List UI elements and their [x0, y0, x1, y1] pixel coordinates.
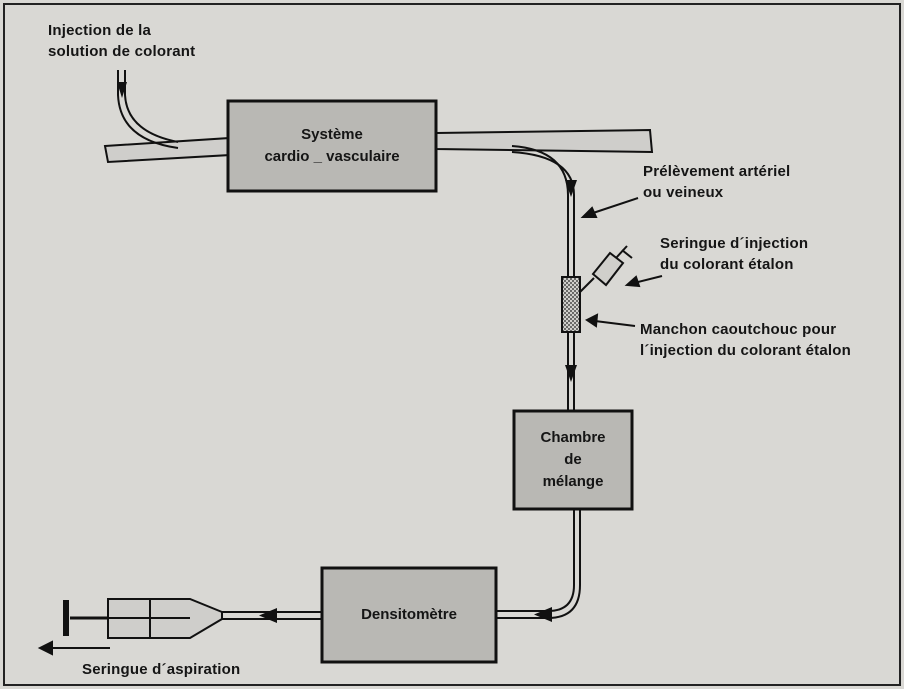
densitometer-box [320, 566, 498, 664]
seringue-aspiration-label: Seringue d´aspiration [82, 661, 241, 678]
rubber-sleeve [561, 276, 581, 333]
frame-border [3, 3, 901, 686]
cardio-box-label: Système cardio _ vasculaire [264, 126, 400, 165]
manchon-label: Manchon caoutchouc pour l´injection du c… [640, 321, 852, 359]
seringue-etalon-label: Seringue d´injection du colorant étalon [660, 235, 809, 273]
injection-label: Injection de la solution de colorant [48, 22, 196, 60]
injection-needle [117, 70, 179, 149]
chamber-box [512, 409, 634, 511]
tube-chamber-to-densitometer [497, 509, 581, 622]
vessel-band [103, 128, 654, 164]
cardio-box [226, 99, 438, 193]
sampling-tube [511, 145, 577, 277]
densitometer-box-label: Densitomètre [361, 606, 457, 623]
chamber-box-label: Chambre de mélange [540, 429, 606, 490]
tube-to-chamber [565, 332, 577, 410]
aspiration-syringe [63, 598, 223, 639]
label-pointers [37, 197, 663, 656]
prelevement-label: Prélèvement artériel ou veineux [643, 163, 791, 201]
tube-densitometer-to-syringe [222, 608, 322, 623]
etalon-syringe [579, 245, 633, 293]
